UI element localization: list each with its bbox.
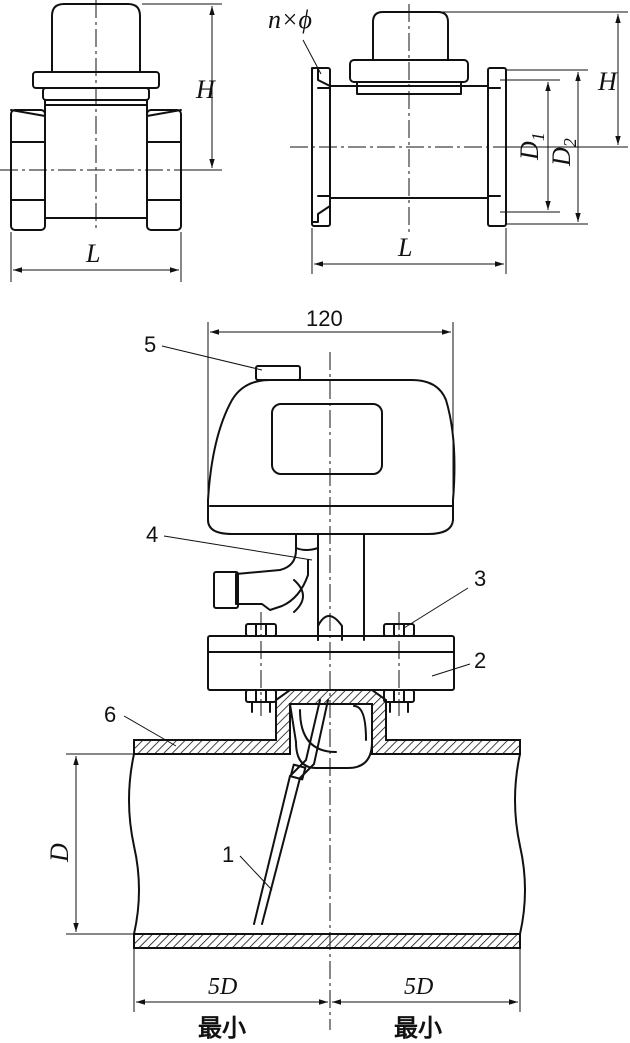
- flanged-meter-view: n×ϕ H D1 D2 L: [268, 4, 628, 274]
- height-label-right: H: [597, 67, 618, 96]
- part-label-1: 1: [222, 842, 234, 867]
- sensor-rod: [253, 699, 329, 925]
- part-label-6: 6: [104, 702, 116, 727]
- meter-stem: [235, 533, 309, 611]
- top-cap: [255, 365, 301, 381]
- upstream-dimension: 5D: [208, 974, 237, 1000]
- mounting-flange: [207, 635, 455, 691]
- side-boss: [213, 571, 239, 609]
- width-dimension: 120: [306, 306, 343, 331]
- upstream-minimum-note: 最小: [198, 1014, 246, 1042]
- threaded-meter-view: H L: [0, 0, 222, 282]
- stem-notch: [317, 615, 343, 641]
- part-label-5: 5: [144, 332, 156, 357]
- bolt-left: [245, 623, 277, 713]
- svg-text:D2: D2: [547, 138, 580, 167]
- d1-label: D1: [515, 132, 548, 161]
- svg-text:D: D: [45, 843, 74, 863]
- downstream-dimension: 5D: [404, 974, 433, 1000]
- part-label-3: 3: [474, 566, 486, 591]
- bolt-right: [383, 623, 415, 713]
- bolt-spec-label: n×ϕ: [268, 5, 312, 34]
- register-cap-flanged: [372, 11, 449, 61]
- register-housing: [207, 379, 456, 535]
- display-window: [271, 403, 383, 475]
- downstream-minimum-note: 最小: [394, 1014, 442, 1042]
- insertion-meter-view: 120: [45, 306, 526, 1042]
- nozzle-sleeve: [288, 703, 373, 769]
- part-label-4: 4: [146, 522, 158, 547]
- part-label-2: 2: [474, 648, 486, 673]
- length-label-right: L: [397, 233, 412, 262]
- pipe-bottom-wall: [133, 933, 521, 949]
- svg-text:D1: D1: [515, 132, 548, 161]
- pipe-diameter-label: D: [45, 843, 74, 863]
- d2-label: D2: [547, 138, 580, 167]
- height-label-left: H: [195, 75, 216, 104]
- length-label-left: L: [85, 239, 100, 268]
